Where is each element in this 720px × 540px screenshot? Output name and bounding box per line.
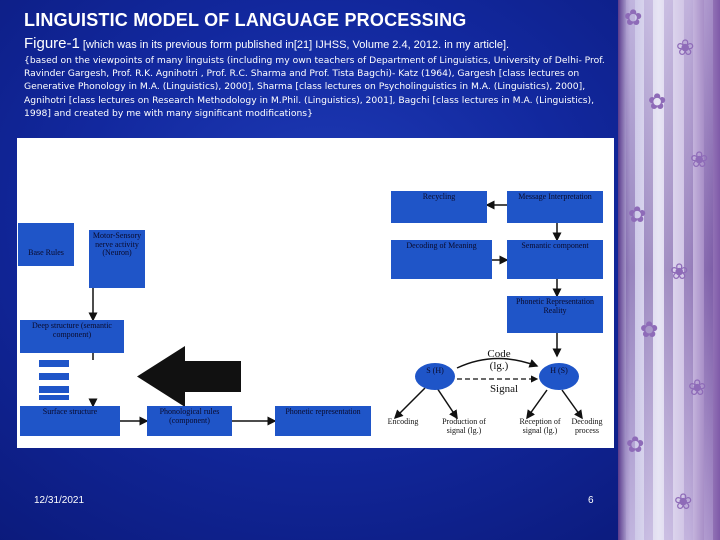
motor-sensory-box: Motor-Sensory nerve activity (Neuron) [89, 230, 145, 288]
phonological-rules-box: Phonological rules (component) [147, 406, 232, 436]
source-note: {based on the viewpoints of many linguis… [24, 55, 605, 119]
intermediate-stage-box [39, 373, 69, 380]
flower-ornament-icon: ❀ [670, 260, 689, 285]
big-left-arrow [137, 346, 241, 407]
hearer-node: H (S) [539, 363, 579, 390]
flower-ornament-icon: ❀ [690, 148, 709, 173]
flower-ornament-icon: ✿ [640, 318, 659, 343]
reception-label: Reception of signal (lg.) [519, 417, 561, 435]
recycling-box: Recycling [391, 191, 487, 223]
flower-ornament-icon: ✿ [628, 203, 647, 228]
code-label: Code (lg.) [487, 348, 511, 372]
flower-ornament-icon: ❀ [674, 490, 693, 515]
flower-ornament-icon: ✿ [626, 433, 645, 458]
flower-ornament-icon: ❀ [676, 36, 695, 61]
signal-label: Signal [489, 383, 519, 395]
flower-ornament-icon: ✿ [624, 6, 643, 31]
production-label: Production of signal (lg.) [442, 417, 486, 435]
figure-note: [which was in its previous form publishe… [79, 39, 510, 51]
intermediate-stage-box [39, 386, 69, 393]
slide-title: LINGUISTIC MODEL OF LANGUAGE PROCESSING [24, 10, 467, 30]
deep-structure-box: Deep structure (semantic component) [20, 320, 124, 353]
intermediate-stage-box [39, 360, 69, 367]
decoding-of-meaning-box: Decoding of Meaning [391, 240, 492, 279]
intermediate-stage-box [39, 395, 69, 400]
slide-page-number: 6 [588, 495, 594, 506]
semantic-component-box: Semantic component [507, 240, 603, 279]
diagram-connectors [88, 200, 583, 426]
phonetic-representation-box: Phonetic representation [275, 406, 371, 436]
message-interpretation-box: Message Interpretation [507, 191, 603, 223]
flower-ornament-icon: ❀ [688, 376, 707, 401]
encoding-label: Encoding [387, 417, 419, 426]
decorative-side-border: ✿ ❀ ✿ ❀ ✿ ❀ ✿ ❀ ✿ ❀ [618, 0, 720, 540]
figure-caption: Figure-1 [which was in its previous form… [24, 35, 616, 52]
surface-structure-box: Surface structure [20, 406, 120, 436]
flower-ornament-icon: ✿ [648, 90, 667, 115]
phonetic-representation-reality-box: Phonetic Representation Reality [507, 296, 603, 333]
decoding-process-label: Decoding process [571, 417, 603, 435]
language-processing-diagram: Recycling Message Interpretation Base Ru… [17, 138, 614, 448]
figure-label: Figure-1 [24, 35, 80, 52]
speaker-node: S (H) [415, 363, 455, 390]
slide-date: 12/31/2021 [34, 495, 85, 506]
base-rules-box: Base Rules [18, 223, 74, 266]
